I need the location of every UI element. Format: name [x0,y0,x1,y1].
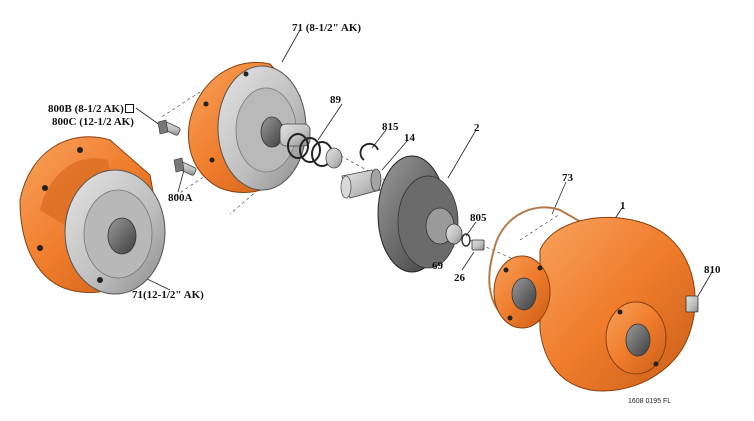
capscrew-800b-drawing [157,119,181,136]
label-capscrew-800b-text: 800B (8-1/2 AK) [48,103,124,115]
label-capscrew-800a: 800A [168,192,193,204]
capscrew-800a-drawing [173,157,197,176]
label-capscrew-800c: 800C (12-1/2 AK) [52,116,134,128]
screw-26-drawing [471,239,485,251]
label-gasket-73: 73 [562,172,573,184]
label-screw-26: 26 [454,272,465,284]
washer-805-drawing [461,233,471,247]
retaining-ring-815-drawing [359,142,379,161]
drawing-number: 1608 0195 FL [628,398,672,405]
label-sleeve-14: 14 [404,132,415,144]
casing-1-drawing [493,216,696,392]
seal-89-drawing [279,123,343,169]
label-seal-89: 89 [330,94,341,106]
label-impeller-2: 2 [474,122,480,134]
label-plug-810: 810 [704,264,721,276]
plug-810-drawing [685,295,699,313]
label-casing-1: 1 [620,200,626,212]
label-housing-adapter-12: 71(12-1/2" AK) [132,289,204,301]
housing-adapter-12-drawing [19,136,166,295]
label-retaining-ring-815: 815 [382,121,399,133]
label-washer-805: 805 [470,212,487,224]
housing-adapter-8-drawing [188,62,307,193]
label-housing-adapter-8: 71 (8-1/2" AK) [292,22,362,34]
label-nut-69: 69 [432,260,443,272]
checkbox-square-icon [124,104,134,113]
sleeve-14-drawing [340,168,382,199]
impeller-2-drawing [377,155,463,273]
label-capscrew-800b: 800B (8-1/2 AK) [48,103,134,115]
